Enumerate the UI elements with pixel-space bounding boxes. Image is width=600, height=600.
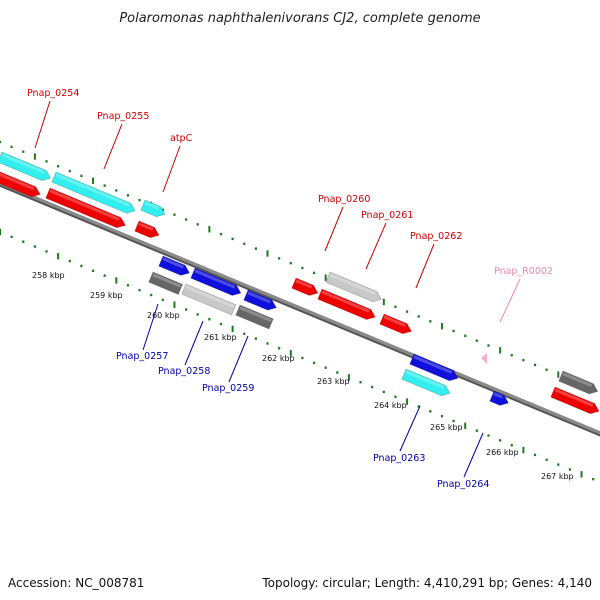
gene-feature-pnap-0254 xyxy=(0,170,41,198)
leader-line-pnap-0255 xyxy=(103,123,123,170)
gene-feature-pnap-0263 xyxy=(401,368,451,397)
leader-line-pnap-0264 xyxy=(463,432,484,478)
gene-feature-pnap-0262 xyxy=(379,313,413,335)
gene-feature-pnap-0257 xyxy=(148,271,184,295)
scale-labels: 258 kbp 259 kbp 260 kbp 261 kbp 262 kbp 263 k… xyxy=(32,271,574,481)
gene-feature-pnap-0260 xyxy=(291,277,319,296)
scale-label-258-kbp: 258 kbp xyxy=(32,271,65,280)
scale-label-259-kbp: 259 kbp xyxy=(90,291,123,300)
gene-feature-blue-3 xyxy=(243,289,277,311)
map-title: Polaromonas naphthalenivorans CJ2, compl… xyxy=(119,11,480,26)
gene-label-pnap-0260: Pnap_0260 xyxy=(318,194,370,205)
leader-line-pnap-0258 xyxy=(184,320,204,366)
gene-feature-blue-2 xyxy=(190,267,242,296)
genome-summary-text: Topology: circular; Length: 4,410,291 bp… xyxy=(261,576,592,590)
leader-line-pnap-r0002 xyxy=(499,278,521,323)
leader-line-pnap-0260 xyxy=(324,206,344,252)
leader-line-pnap-0261 xyxy=(365,222,387,270)
gene-features xyxy=(0,151,600,415)
gene-feature-pnap-0261 xyxy=(317,288,376,320)
scale-label-260-kbp: 260 kbp xyxy=(147,311,180,320)
leader-line-pnap-0254 xyxy=(34,100,51,149)
gene-feature-pnap-0254-cds xyxy=(0,151,52,182)
scale-label-261-kbp: 261 kbp xyxy=(204,333,237,342)
leader-line-atpc xyxy=(162,145,181,193)
gene-label-pnap-0261: Pnap_0261 xyxy=(361,210,413,221)
gene-label-pnap-0263: Pnap_0263 xyxy=(373,453,425,464)
gene-feature-pnap-0255 xyxy=(45,187,127,229)
label-leader-lines xyxy=(34,100,521,478)
gene-label-pnap-0262: Pnap_0262 xyxy=(410,231,462,242)
backbone-line xyxy=(0,181,600,435)
leader-line-pnap-0257 xyxy=(142,303,159,351)
gene-label-pnap-0259: Pnap_0259 xyxy=(202,383,254,394)
leader-line-pnap-0259 xyxy=(228,335,249,383)
gene-label-pnap-0255: Pnap_0255 xyxy=(97,111,149,122)
gene-feature-atpc-cds xyxy=(140,199,166,218)
gene-feature-pnap-0258 xyxy=(181,283,237,316)
gene-feature-right-gray xyxy=(558,370,599,395)
gene-label-pnap-0254: Pnap_0254 xyxy=(27,88,79,99)
leader-line-pnap-0262 xyxy=(415,243,435,289)
leader-line-pnap-0263 xyxy=(399,405,421,452)
genome-backbone xyxy=(0,181,600,437)
gene-feature-pnap-0259 xyxy=(235,304,274,330)
gene-feature-pnap-0255-cds xyxy=(51,171,136,214)
gene-feature-blue-1 xyxy=(158,255,191,276)
gene-label-pnap-0264: Pnap_0264 xyxy=(437,479,489,490)
scale-label-265-kbp: 265 kbp xyxy=(430,423,463,432)
scale-label-264-kbp: 264 kbp xyxy=(374,401,407,410)
gene-feature-right-red xyxy=(550,386,600,415)
lower-tick-row xyxy=(0,228,595,481)
accession-text: Accession: NC_008781 xyxy=(8,576,144,590)
gene-feature-pnap-0264 xyxy=(489,390,510,406)
gene-feature-atpc xyxy=(134,220,160,239)
gene-feature-pnap-0260-cds xyxy=(325,271,383,303)
gene-feature-pnap-r0002 xyxy=(481,353,487,364)
gene-label-atpc: atpC xyxy=(170,133,193,144)
scale-label-266-kbp: 266 kbp xyxy=(486,448,519,457)
scale-label-267-kbp: 267 kbp xyxy=(541,472,574,481)
gene-label-pnap-0257: Pnap_0257 xyxy=(116,351,168,362)
gene-label-pnap-r0002: Pnap_R0002 xyxy=(494,266,553,277)
scale-label-263-kbp: 263 kbp xyxy=(317,377,350,386)
scale-label-262-kbp: 262 kbp xyxy=(262,354,295,363)
gene-feature-pnap-0263-blue xyxy=(409,353,459,382)
gene-label-pnap-0258: Pnap_0258 xyxy=(158,366,210,377)
